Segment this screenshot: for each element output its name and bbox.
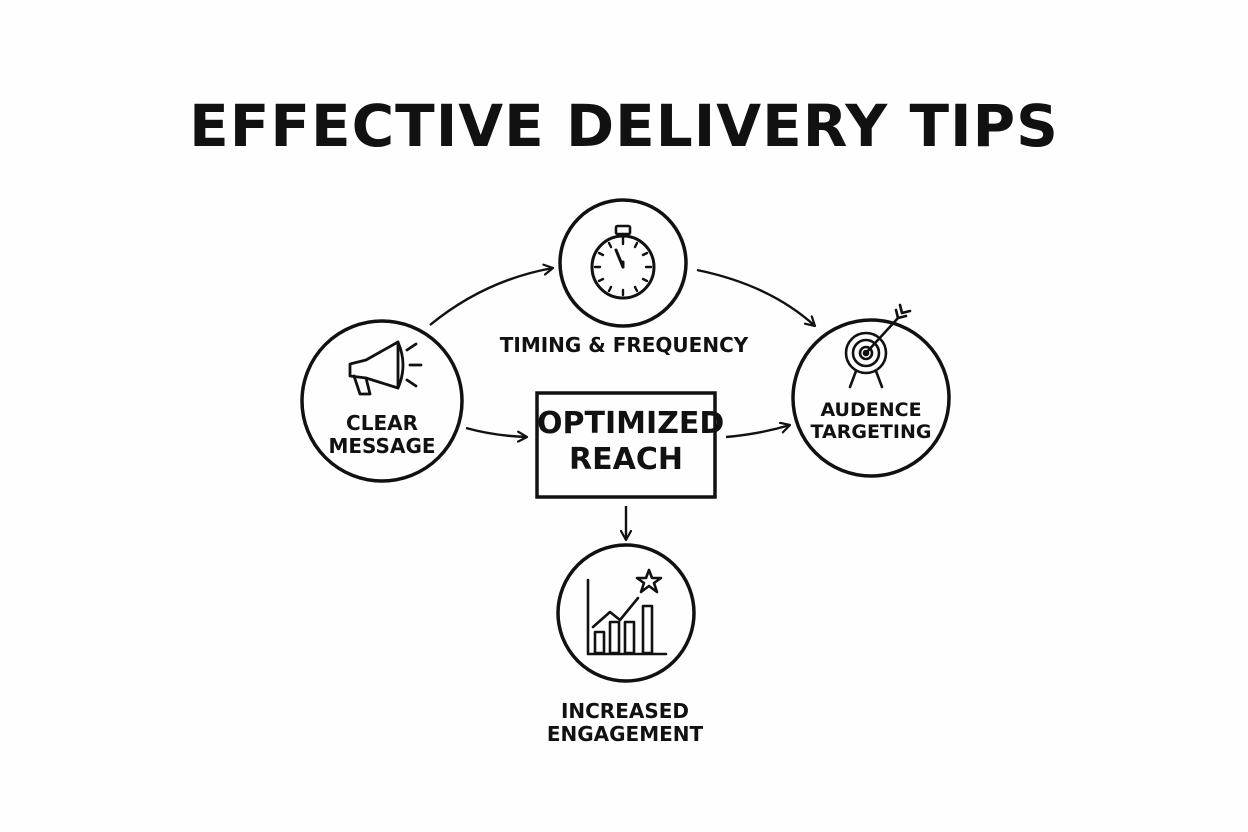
target-icon bbox=[844, 303, 912, 389]
clear-message-label-line2: MESSAGE bbox=[328, 434, 436, 458]
increased-engagement-label-line1: INCREASED bbox=[560, 699, 690, 723]
audience-targeting-node-circle bbox=[791, 318, 951, 478]
optimized-reach-label-line2: REACH bbox=[569, 442, 683, 477]
audience-targeting-label-line2: TARGETING bbox=[810, 420, 932, 443]
audience-targeting-label-line1: AUDENCE bbox=[820, 399, 922, 421]
arrow-clear-to-timing bbox=[429, 268, 553, 326]
arrow-reach-to-audience bbox=[725, 425, 790, 439]
optimized-reach-label: OPTIMIZED REACH bbox=[537, 406, 725, 478]
clear-message-node-circle bbox=[300, 319, 464, 483]
clear-message-label: CLEAR MESSAGE bbox=[312, 412, 452, 458]
timing-frequency-label: TIMING & FREQUENCY bbox=[499, 333, 749, 357]
increased-engagement-label-line2: ENGAGEMENT bbox=[546, 722, 704, 746]
page-title: EFFECTIVE DELIVERY TIPS bbox=[189, 92, 1059, 160]
audience-targeting-label: AUDENCE TARGETING bbox=[800, 399, 942, 444]
optimized-reach-box bbox=[535, 391, 717, 499]
growth-chart-icon bbox=[586, 568, 668, 656]
optimized-reach-label-line1: OPTIMIZED bbox=[537, 406, 725, 441]
arrow-clear-to-reach bbox=[465, 426, 527, 437]
stopwatch-icon bbox=[590, 224, 656, 300]
timing-node-circle bbox=[558, 198, 688, 328]
megaphone-icon bbox=[348, 340, 423, 396]
increased-engagement-node-circle bbox=[556, 543, 696, 683]
clear-message-label-line1: CLEAR bbox=[346, 411, 418, 435]
increased-engagement-label: INCREASED ENGAGEMENT bbox=[490, 700, 760, 746]
arrow-timing-to-audience bbox=[696, 268, 815, 326]
